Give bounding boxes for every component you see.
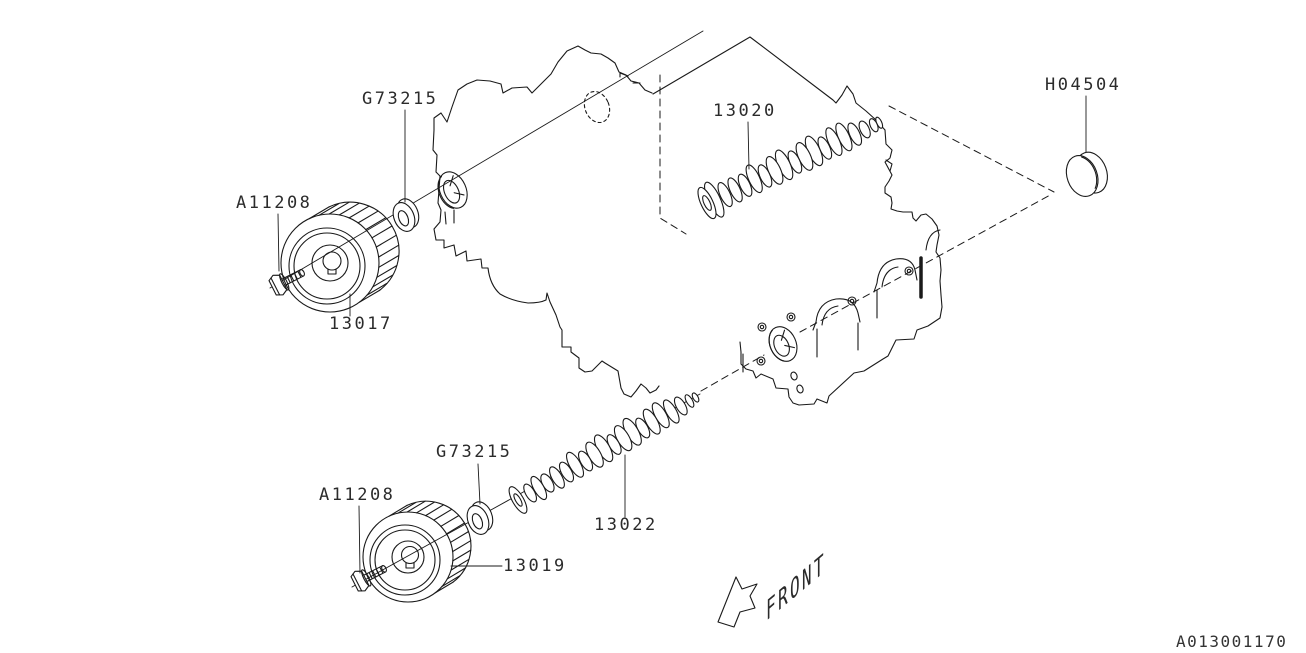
leader-13020: [747, 121, 750, 170]
camshaft-front-bore: [702, 195, 712, 211]
boss-stub-lines: [444, 209, 455, 225]
leader-g73215-bottom: [477, 463, 481, 505]
seal-g73215-upper: [392, 198, 420, 232]
dashed-plane-corner: [659, 74, 687, 235]
camshaft-13022: [508, 392, 700, 514]
engine-block-outline: [432, 36, 943, 406]
block-right-edge: [884, 129, 943, 308]
bearing-saddle-2: [873, 258, 918, 293]
leader-a11208-bottom: [358, 505, 361, 574]
label-g73215-lower: G73215: [436, 442, 513, 462]
block-lower-left-edge: [433, 228, 660, 398]
label-a11208-lower: A11208: [319, 485, 396, 505]
front-cam-bore-boss: [437, 171, 468, 209]
sprocket-face: [280, 213, 380, 313]
upper-assembly-axis: [269, 30, 704, 289]
bearing-saddle-3: [925, 229, 941, 251]
camshaft-front-bore: [513, 493, 523, 507]
hidden-journal-dashed-ellipse: [583, 90, 611, 124]
plug-h04504: [1065, 151, 1108, 197]
bolt-a11208-upper: [268, 269, 305, 296]
label-a11208-upper: A11208: [236, 193, 313, 213]
camshaft-front-face: [697, 186, 717, 220]
sprocket-teeth: [308, 201, 400, 303]
sprocket-teeth: [388, 500, 472, 594]
label-g73215-upper: G73215: [362, 89, 439, 109]
sprocket-13019: [362, 500, 472, 603]
camshaft-13020: [697, 116, 884, 220]
diagram-id: A013001170: [1176, 632, 1288, 651]
leader-a11208-top: [277, 213, 280, 272]
dashed-plane-edge: [888, 105, 1055, 193]
seal-g73215-lower: [466, 501, 494, 535]
sprocket-hub-hole: [400, 545, 420, 565]
sprocket-13017: [280, 201, 400, 313]
label-13022: 13022: [594, 515, 658, 535]
dashed-cam-axis-to-bore: [700, 354, 765, 392]
rear-cam-bore: [768, 326, 798, 362]
label-13020: 13020: [713, 101, 777, 121]
dashed-bore-axis-to-plug: [799, 193, 1053, 333]
sprocket-hub-hole: [322, 251, 342, 271]
bolt-hole-details: [756, 266, 914, 394]
label-13017: 13017: [329, 314, 393, 334]
block-bottom-edge: [739, 306, 943, 406]
block-small-details: [619, 72, 893, 172]
bolt-a11208-lower: [350, 565, 387, 592]
camshaft-front-face: [508, 486, 528, 514]
sprocket-keyway: [327, 268, 337, 275]
label-13019: 13019: [503, 556, 567, 576]
front-label: FRONT: [766, 545, 826, 628]
block-head-top-edge: [433, 45, 653, 131]
label-h04504: H04504: [1045, 75, 1122, 95]
block-top-face-edge: [652, 36, 886, 131]
sprocket-keyway: [405, 562, 415, 569]
bearing-saddle-1: [812, 298, 861, 331]
saddle-drop-lines: [742, 289, 878, 373]
block-left-edge: [432, 129, 442, 230]
dashed-construction-lines: [659, 74, 1055, 392]
front-direction-arrow: [717, 576, 758, 628]
leader-lines: [277, 95, 1087, 574]
